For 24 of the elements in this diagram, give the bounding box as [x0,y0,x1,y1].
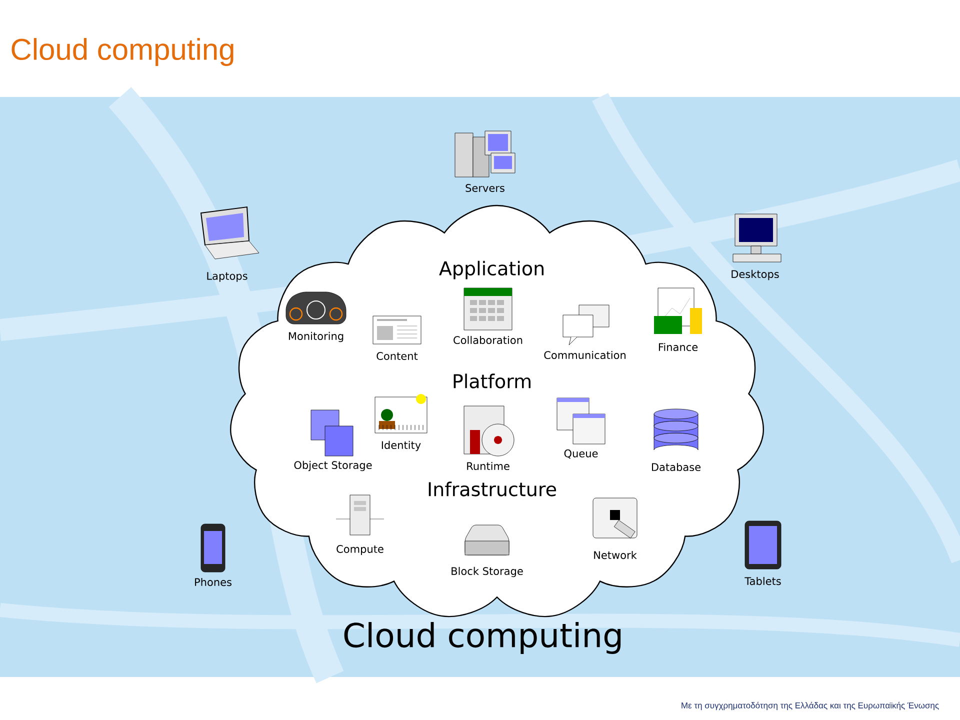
icon-label: Tablets [744,576,781,586]
icon-label: Finance [658,342,698,352]
icon-label: Object Storage [294,460,372,472]
icon-label: Runtime [467,462,510,470]
icon-label: Collaboration [454,336,522,344]
icon-label: Content [376,352,418,360]
diagram-caption: Cloud computing [344,622,621,654]
section-heading: Application [439,260,544,280]
section-heading: Platform [454,374,530,388]
icon-label: Monitoring [288,332,344,342]
icon-label: Compute [336,545,384,555]
icon-label: Network [594,550,637,560]
icon-label: Identity [382,440,421,452]
icon-label: Block Storage [452,566,523,578]
icon-label: Communication [544,350,626,360]
icon-label: Servers [466,184,504,192]
icon-label: Database [652,462,700,472]
icon-label: Queue [564,449,598,459]
icon-label: Desktops [732,270,779,280]
slide-title: Cloud computing [12,38,234,66]
funding-note: Με τη συγχρηματοδότηση της Ελλάδας και της Ευρωπαϊκής Ένωσης [682,702,939,710]
icon-label: Phones [195,578,232,586]
section-heading: Infrastructure [428,482,556,496]
icon-label: Laptops [207,272,248,282]
